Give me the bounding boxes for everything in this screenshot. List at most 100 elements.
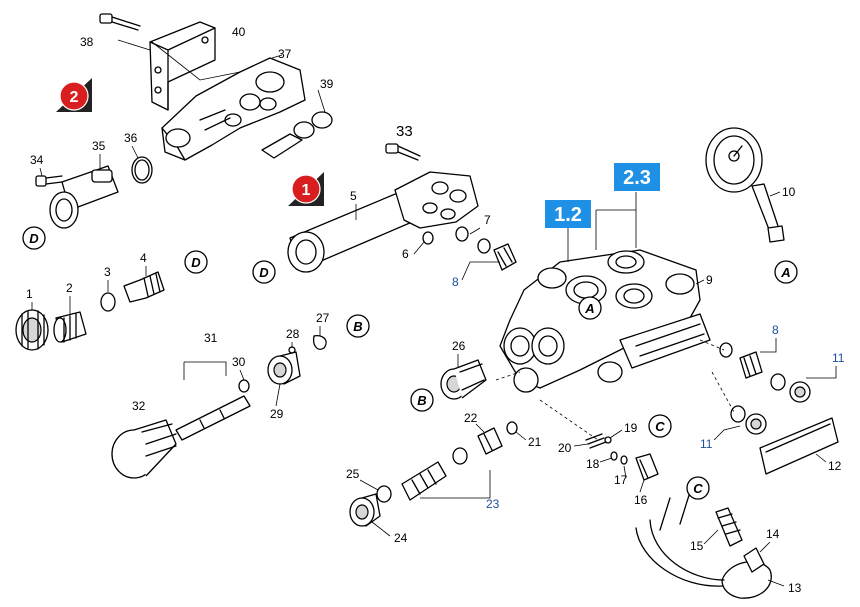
callout-19: 19 — [624, 421, 638, 435]
section-box-1-2: 1.2 — [545, 200, 591, 228]
callout-25: 25 — [346, 467, 360, 481]
section-box-2-3: 2.3 — [614, 163, 660, 191]
part-24-nut — [349, 493, 381, 527]
callout-9: 9 — [706, 273, 713, 287]
callout-39: 39 — [320, 77, 334, 91]
callout-27: 27 — [316, 311, 330, 325]
part-31-valve-stem — [175, 395, 251, 441]
part-37-manifold — [161, 57, 306, 161]
connector-B2: B — [410, 388, 434, 412]
part-20-spring — [585, 433, 607, 449]
part-6-oring — [422, 231, 434, 245]
callout-37: 37 — [278, 47, 292, 61]
callout-26: 26 — [452, 339, 466, 353]
part-1-nut — [15, 309, 49, 351]
callout-15: 15 — [690, 539, 704, 553]
svg-text:2.3: 2.3 — [623, 167, 651, 189]
part-11a-plug — [770, 373, 811, 403]
callout-29: 29 — [270, 407, 284, 421]
part-13-switch — [635, 491, 772, 599]
callout-36: 36 — [124, 131, 138, 145]
callout-28: 28 — [286, 327, 300, 341]
svg-text:D: D — [191, 255, 201, 270]
svg-text:C: C — [655, 419, 665, 434]
callout-12: 12 — [828, 459, 842, 473]
part-10-gauge — [705, 127, 785, 243]
part-32-knob — [111, 419, 177, 479]
part-33-screw — [385, 143, 421, 161]
part-2-coupler — [53, 311, 87, 343]
svg-text:C: C — [693, 481, 703, 496]
connector-B1: B — [346, 314, 370, 338]
callout-11a: 11 — [832, 351, 845, 365]
connector-D2: D — [184, 250, 208, 274]
callout-7: 7 — [484, 213, 491, 227]
connector-D3: D — [252, 260, 276, 284]
part-26-check-valve — [440, 359, 487, 400]
part-29-fitting — [267, 351, 301, 385]
part-22-fitting — [477, 427, 503, 455]
svg-text:A: A — [780, 265, 790, 280]
part-7-orings — [455, 226, 491, 254]
callout-40: 40 — [232, 25, 246, 39]
callout-18: 18 — [586, 457, 600, 471]
callout-3: 3 — [104, 265, 111, 279]
callout-30: 30 — [232, 355, 246, 369]
callout-33: 33 — [396, 123, 413, 140]
connector-D1: D — [22, 226, 46, 250]
part-3-oring — [100, 292, 116, 312]
callout-34: 34 — [30, 153, 44, 167]
callout-10: 10 — [782, 185, 796, 199]
part-34-screw — [35, 175, 63, 187]
callout-23: 23 — [486, 497, 500, 511]
callout-5: 5 — [350, 189, 357, 203]
part-23-unloader — [401, 447, 468, 501]
callout-1: 1 — [26, 287, 33, 301]
callout-14: 14 — [766, 527, 780, 541]
connector-A2: A — [774, 260, 798, 284]
callout-17: 17 — [614, 473, 628, 487]
callout-22: 22 — [464, 411, 478, 425]
part-14-fitting — [743, 547, 765, 573]
part-19-ball — [604, 436, 612, 444]
callout-16: 16 — [634, 493, 648, 507]
callout-2: 2 — [66, 281, 73, 295]
callout-31: 31 — [204, 331, 218, 345]
svg-text:1: 1 — [302, 182, 311, 199]
part-15-sensor — [715, 507, 743, 547]
callout-11b: 11 — [700, 437, 713, 451]
part-5-tube-manifold — [287, 171, 479, 273]
callout-6: 6 — [402, 247, 409, 261]
part-16-fitting — [635, 453, 659, 481]
part-4-fitting — [123, 271, 165, 303]
callout-8b: 8 — [772, 323, 779, 337]
part-8a-valve — [493, 243, 517, 271]
part-27-clip — [312, 334, 327, 350]
svg-text:A: A — [584, 301, 594, 316]
part-8b-valve — [719, 342, 763, 379]
callout-35: 35 — [92, 139, 106, 153]
connector-C2: C — [686, 476, 710, 500]
callout-8a: 8 — [452, 275, 459, 289]
callout-13: 13 — [788, 581, 802, 595]
callout-38: 38 — [80, 35, 94, 49]
callout-24: 24 — [394, 531, 408, 545]
part-38-screw — [99, 13, 141, 31]
svg-text:D: D — [29, 231, 39, 246]
marker-1: 1 — [288, 172, 324, 206]
part-39-orings — [261, 111, 333, 159]
part-25-oring — [376, 485, 392, 503]
part-18-oring — [610, 451, 618, 461]
part-35-pipe — [49, 165, 119, 229]
svg-text:B: B — [353, 319, 362, 334]
svg-text:B: B — [417, 393, 426, 408]
svg-text:D: D — [259, 265, 269, 280]
part-12-plate — [759, 417, 839, 475]
callout-4: 4 — [140, 251, 147, 265]
part-21-oring — [506, 421, 518, 435]
callout-20: 20 — [558, 441, 572, 455]
connector-A1: A — [578, 296, 602, 320]
part-9-pump-head — [499, 249, 711, 393]
svg-text:2: 2 — [70, 89, 79, 106]
